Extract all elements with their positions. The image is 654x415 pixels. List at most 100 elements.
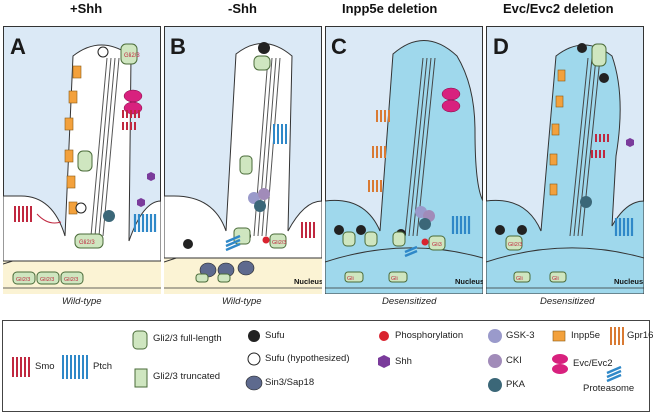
legend-gli-full-icon [132,330,148,350]
panel-c-gli-n2: Gli [391,276,398,282]
panel-c-evc [441,87,461,113]
legend-shh-label: Shh [395,356,412,367]
panel-c-gli-phos [428,235,446,251]
legend-icons [12,327,624,392]
panel-b-cell-membrane [164,43,322,259]
legend-evc-icon [552,354,568,374]
panel-b-gli-phos-label: Gli2/3 [272,240,286,246]
legend-sufu-icon [248,330,260,342]
panel-d-gli-base-label: Gli2/3 [508,242,522,248]
panel-a-shh-1 [147,172,155,181]
panel-c-ptch [451,216,471,234]
legend-gli-trunc-icon [134,368,148,388]
panel-d-gli-base [505,235,523,251]
panel-a-arrow [36,213,62,224]
panel-d-gli-nucleus [513,271,567,283]
legend-pka-label: PKA [506,379,526,390]
panel-letter-b: B [170,34,186,59]
panel-a-shh-2 [137,198,145,207]
legend-gpr161-icon [610,327,624,345]
panel-b-nucleus-label: Nucleus [294,277,322,286]
panel-a-gli-base [74,233,104,249]
legend-inpp5e-icon [552,330,566,342]
panel-letter-c: C [331,34,347,59]
panel-a-gli-nucleus [12,271,84,285]
legend-evc-label: Evc/Evc2 [573,358,613,369]
legend-proteasome-label: Proteasome [583,383,635,394]
panel-d-shh [626,138,634,147]
panel-d-nucleus-label: Nucleus [614,277,643,286]
legend-gsk3-icon [488,329,502,343]
legend-sin3-icon [245,375,263,391]
caption-d: Desensitized [540,296,595,307]
legend-sufu-label: Sufu [265,330,285,341]
panel-a-smo-cilium [122,110,140,130]
panel-d-ptch [614,218,634,236]
legend-smo-label: Smo [35,361,55,372]
panel-c-gpr161 [368,110,390,192]
panel-b-gli-tip [253,55,271,71]
panel-a-gli-n1: Gli2/3 [16,277,30,283]
panel-c-gli-base [342,231,406,247]
legend-sufu-hyp-label: Sufu (hypothesized) [265,353,350,364]
legend-gpr161-label: Gpr161 [627,330,654,341]
legend-ptch-icon [62,355,88,379]
panel-a-smo-membrane [14,206,32,222]
caption-b: Wild-type [222,296,262,307]
caption-a: Wild-type [62,296,102,307]
legend-ptch-label: Ptch [93,361,113,372]
panel-c-nucleus-label: Nucleus [455,277,483,286]
panel-b-sufu-tip [258,42,270,54]
panel-c: Gli3 Gli Gli Nucleus [325,26,483,294]
legend-cki-label: CKI [506,355,522,366]
panel-a-sufu-hyp [97,46,109,58]
panel-c-nuclear-envelope [325,247,483,263]
panel-a-gli-n3: Gli2/3 [64,277,78,283]
panel-letter-a: A [10,34,26,59]
legend-gli-full-label: Gli2/3 full-length [153,333,222,344]
panel-a-gli-tip [120,43,138,65]
panel-a-inpp5e [64,65,82,215]
panel-d-inpp5e [549,69,566,196]
legend-proteasome-icon [606,365,622,383]
panel-d-gli-tip [591,43,607,67]
legend-phos-label: Phosphorylation [395,330,464,341]
panel-a-evc [123,89,143,115]
panel-b-gpr161 [273,124,287,144]
panel-a-sufu-mid [75,202,87,214]
panel-d-gli-n2: Gli [552,276,559,282]
panel-b-gli-nucleus [195,273,231,283]
panel-d-nuclear-envelope [486,247,644,263]
panel-d-sufu-base [495,225,527,235]
legend-smo-icon [12,357,30,377]
panel-d-gli-n1: Gli [516,276,523,282]
panel-header-a: +Shh [70,1,103,16]
panel-d-axoneme [569,57,601,237]
panel-header-c: Inpp5e deletion [342,1,438,16]
caption-c: Desensitized [382,296,437,307]
panel-d-sufu-tip [577,43,609,83]
panel-a: Gli2/3 Gli2/3 Gli2/3 Gli2/3 Gli2/3 [3,26,161,294]
legend-gsk3-label: GSK-3 [506,330,535,341]
legend-pka-icon [488,378,502,392]
panel-c-phosphorylation [421,238,429,246]
legend: Smo Ptch Gli2/3 full-length Gli2/3 trunc… [2,320,654,412]
panel-c-gli-nucleus [344,271,408,283]
panel-c-proteasome [404,245,418,258]
legend-gli-trunc-label: Gli2/3 truncated [153,371,221,382]
panel-a-gli-mid [77,150,93,172]
panel-a-ptch [133,214,157,232]
panel-b-gli-mid [239,155,253,175]
panel-c-kinases [415,206,435,230]
panel-d-smo-cilium [591,134,609,158]
panel-c-gli-n1: Gli [347,276,354,282]
panel-b-gli-phos [269,233,287,249]
panel-d: Gli2/3 Gli Gli Nucleus [486,26,644,294]
panel-a-gli-tip-label: Gli2/3 [124,53,140,59]
panel-b: Gli2/3 Nucleus [164,26,322,294]
panel-header-b: -Shh [228,1,257,16]
panel-b-smo-membrane [301,222,315,238]
panel-letter-d: D [493,34,509,59]
panel-b-phosphorylation [262,236,270,244]
panel-b-kinases [248,188,270,212]
